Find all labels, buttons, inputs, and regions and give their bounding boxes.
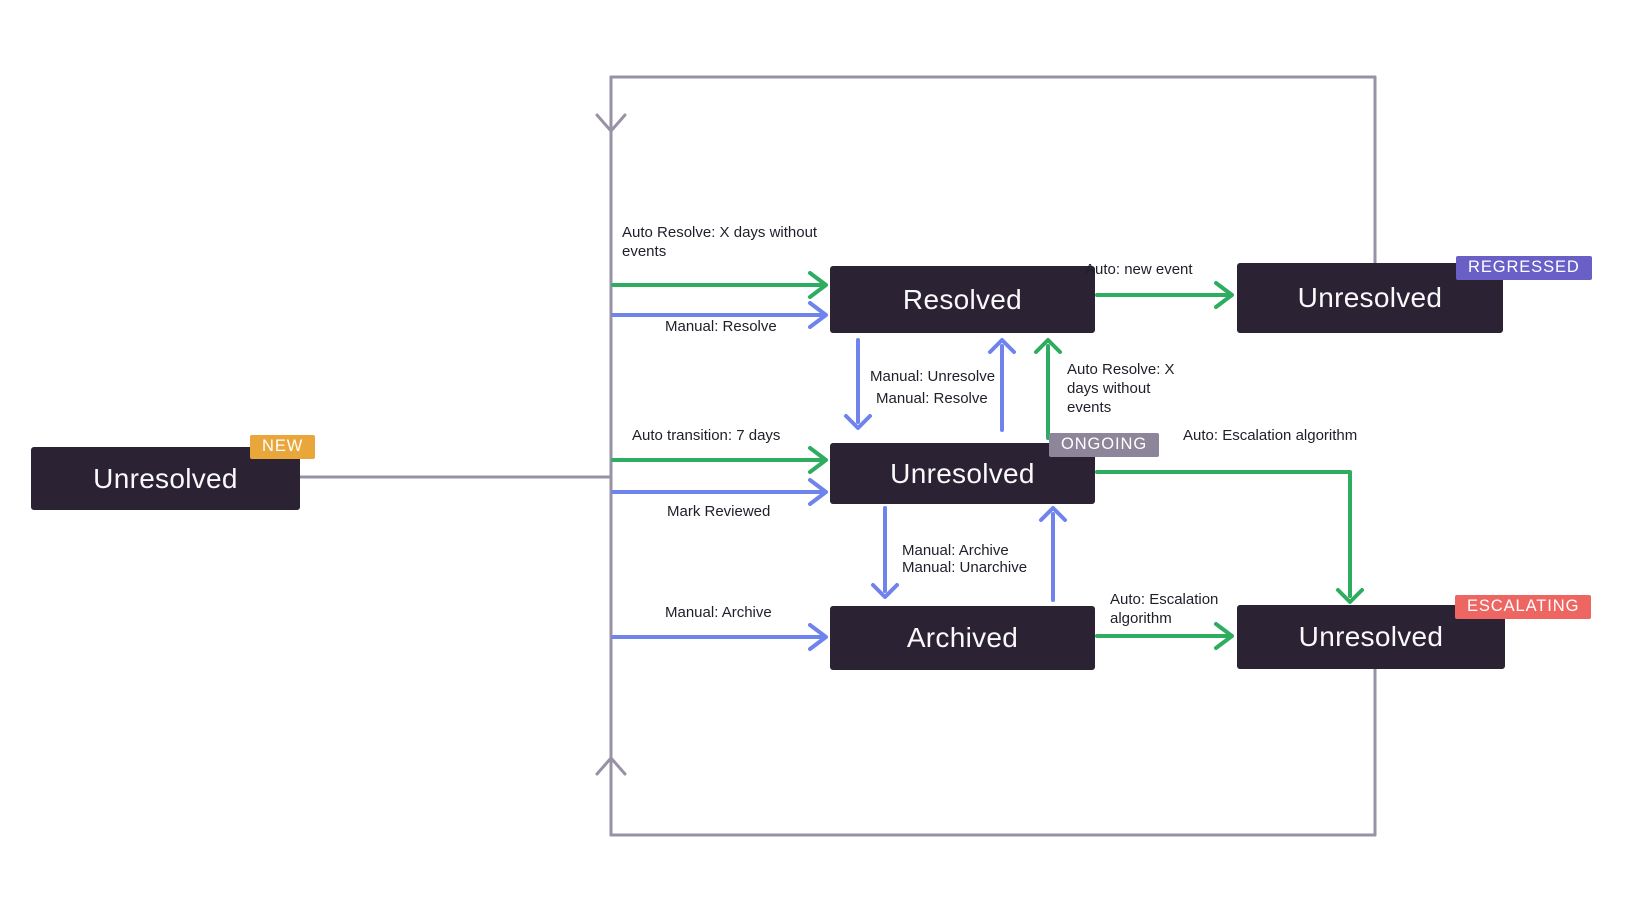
node-label: Unresolved: [1297, 282, 1443, 313]
status-badge-escalating: ESCALATING: [1455, 595, 1592, 619]
node-label: Resolved: [902, 283, 1023, 315]
arrowhead-icon: [1214, 622, 1234, 650]
edge-auto-escalation-from-ongoing: [1095, 470, 1352, 598]
arrowhead-icon: [871, 583, 899, 599]
status-badge-ongoing: ONGOING: [1049, 433, 1160, 457]
edge-label-manual-resolve-to-resolved: Manual: Resolve: [665, 318, 777, 335]
arrowhead-icon: [808, 446, 828, 474]
loop-down-arrowhead-icon: [595, 113, 627, 133]
edge-label-manual-archive-from-ongoing: Manual: Archive: [902, 542, 1009, 559]
arrowhead-icon: [808, 478, 828, 506]
edge-label-auto-resolve-to-resolved: Auto Resolve: X days without events: [622, 224, 818, 260]
arrowhead-icon: [988, 338, 1016, 354]
status-badge-new: NEW: [250, 435, 316, 459]
loop-line: [298, 75, 1377, 837]
edge-label-auto-escalation-from-ongoing: Auto: Escalation algorithm: [1183, 427, 1358, 444]
node-label: Unresolved: [1298, 621, 1444, 652]
edge-label-mark-reviewed: Mark Reviewed: [667, 503, 771, 520]
loop-up-arrowhead-icon: [595, 756, 627, 776]
arrowhead-icon: [1214, 281, 1234, 309]
edge-label-auto-escalation-from-archived: Auto: Escalation algorithm: [1110, 591, 1219, 627]
arrowhead-icon: [1039, 506, 1067, 522]
node-archived: Archived: [830, 606, 1095, 670]
arrowhead-icon: [1034, 338, 1062, 354]
node-label: Unresolved: [93, 462, 238, 494]
arrowhead-icon: [808, 301, 828, 329]
node-resolved: Resolved: [830, 266, 1095, 333]
arrowhead-icon: [1336, 588, 1364, 604]
node-label: Unresolved: [890, 457, 1035, 489]
status-badge-regressed: REGRESSED: [1456, 256, 1592, 280]
edge-label-manual-unarchive: Manual: Unarchive: [902, 559, 1028, 576]
edge-label-manual-archive-left: Manual: Archive: [665, 604, 772, 621]
arrowhead-icon: [808, 271, 828, 299]
edge-label-auto-new-event: Auto: new event: [1085, 261, 1193, 278]
edge-label-auto-transition: Auto transition: 7 days: [632, 427, 781, 444]
arrowhead-icon: [844, 414, 872, 430]
auto-edges: [611, 271, 1364, 650]
edge-label-manual-resolve-from-ongoing: Manual: Resolve: [876, 390, 988, 407]
arrowhead-icon: [808, 623, 828, 651]
manual-edges: [611, 301, 1067, 651]
edge-label-auto-resolve-from-ongoing: Auto Resolve: X days without events: [1067, 361, 1175, 416]
node-label: Archived: [906, 622, 1019, 653]
edge-label-manual-unresolve: Manual: Unresolve: [870, 368, 996, 385]
